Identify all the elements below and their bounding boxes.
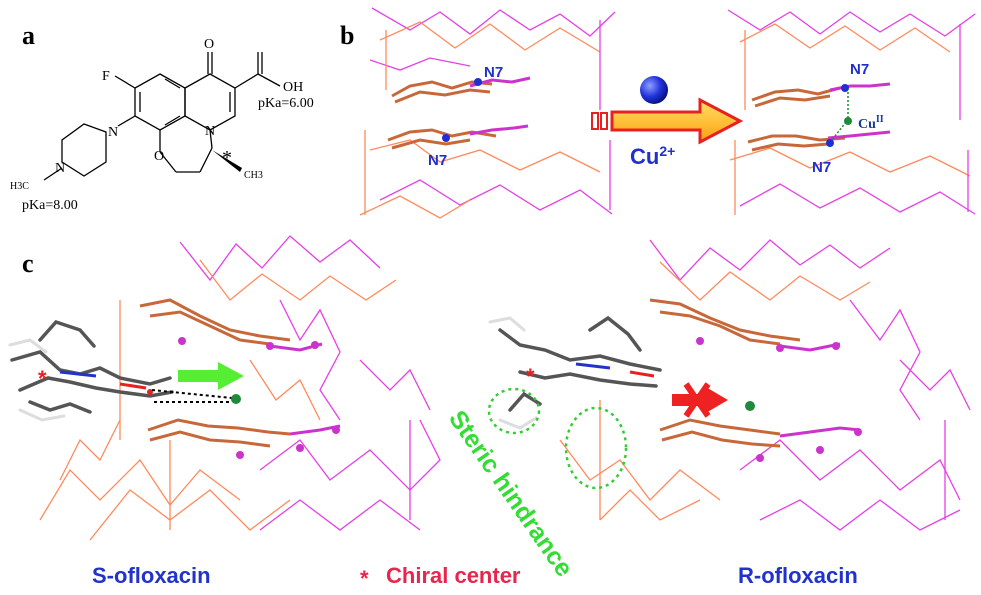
- methyl-right: CH3: [244, 170, 263, 181]
- s-ofloxacin-molecule: [8, 319, 174, 422]
- dna-duplex-bound: N7 N7 CuII: [727, 9, 976, 215]
- wedge-bond: [212, 150, 242, 172]
- binding-arrow: [178, 362, 244, 390]
- steric-circle-small: [487, 387, 541, 435]
- panel-label-c: c: [22, 249, 34, 278]
- pka-acid-label: pKa=6.00: [258, 96, 314, 111]
- r-copper-sphere: [745, 401, 755, 411]
- chiral-asterisk: *: [222, 147, 232, 169]
- dna-duplex-free: N7 N7: [359, 7, 616, 219]
- ofloxacin-structure: [43, 52, 281, 181]
- s-ofloxacin-chiral-star: *: [38, 366, 47, 391]
- copper-bound-sphere: [844, 117, 852, 125]
- panel-a: a: [10, 21, 314, 213]
- r-ofloxacin-complex: *: [487, 239, 971, 531]
- copper-bound-label: CuII: [858, 114, 884, 132]
- base-stack-upper: [391, 76, 531, 104]
- r-ofloxacin-molecule: [488, 315, 662, 430]
- bound-base-upper: [751, 82, 891, 108]
- atom-f: F: [102, 69, 110, 84]
- atom-oh: OH: [283, 80, 303, 95]
- panel-label-a: a: [22, 21, 35, 50]
- s-ofloxacin-complex: *: [8, 235, 441, 541]
- pka-base-label: pKa=8.00: [22, 198, 78, 213]
- base-stack-lower: [387, 124, 529, 150]
- copper-ion-label: Cu2+: [630, 143, 675, 169]
- r-ofloxacin-label: R-ofloxacin: [738, 563, 858, 588]
- chiral-center-star: *: [360, 566, 369, 591]
- panel-c: c: [8, 235, 971, 591]
- n7-label-bound-top: N7: [850, 61, 869, 78]
- methyl-left: H3C: [10, 181, 29, 192]
- copper-ion-sphere: [640, 76, 668, 104]
- bound-base-lower: [747, 130, 891, 152]
- s-ofloxacin-label: S-ofloxacin: [92, 563, 211, 588]
- r-ofloxacin-chiral-star: *: [526, 364, 535, 389]
- atom-n-piperazine-bottom: N: [55, 161, 65, 176]
- steric-circle-large: [564, 406, 628, 490]
- n7-label-bound-bottom: N7: [812, 159, 831, 176]
- panel-label-b: b: [340, 21, 354, 50]
- panel-b: b N7 N7: [340, 7, 976, 219]
- n7-label-free-bottom: N7: [428, 152, 447, 169]
- steric-hindrance-label: Steric hindrance: [443, 405, 578, 582]
- atom-n-ring: N: [205, 124, 215, 139]
- n7-label-free-top: N7: [484, 64, 503, 81]
- chiral-center-label: Chiral center: [386, 563, 521, 588]
- reaction-arrow: [591, 97, 744, 145]
- s-copper-sphere: [231, 394, 241, 404]
- atom-o-top: O: [204, 37, 214, 52]
- atom-n-piperazine-top: N: [108, 125, 118, 140]
- atom-o-ring: O: [154, 149, 164, 164]
